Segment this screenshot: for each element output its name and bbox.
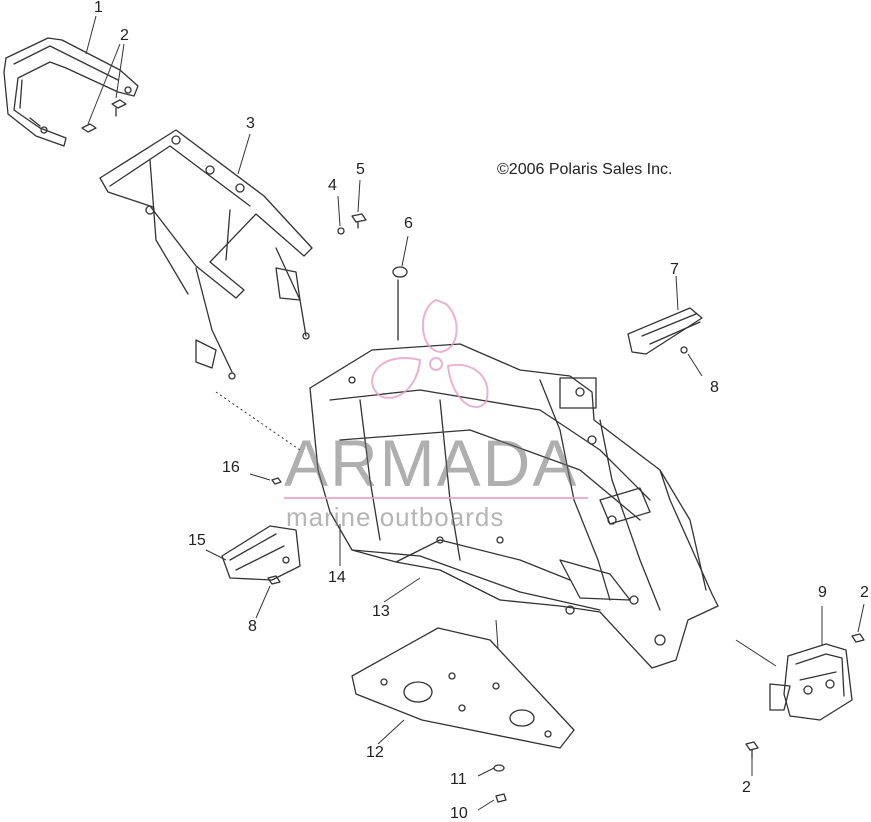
callout-2-bottom: 2: [742, 779, 751, 796]
watermark-logo: [371, 298, 489, 409]
callout-5: 5: [356, 161, 365, 178]
callout-6: 6: [404, 215, 413, 232]
callout-10: 10: [450, 805, 468, 822]
front-bumper-part: [769, 643, 853, 721]
skid-plate-part: [351, 627, 575, 749]
callout-8-right: 8: [710, 379, 719, 396]
callout-15: 15: [188, 532, 206, 549]
watermark-title: ARMADA: [284, 426, 579, 500]
callout-2-right: 2: [860, 584, 869, 601]
callout-12: 12: [366, 744, 384, 761]
rear-rack-part: [3, 37, 139, 147]
fastener-part-10: [495, 793, 507, 803]
callout-9: 9: [818, 584, 827, 601]
fastener-part-8-left: [267, 575, 281, 585]
bolt-part-2-bottom: [745, 741, 759, 759]
bolt-part-2-right: [851, 633, 865, 643]
callout-13: 13: [372, 603, 390, 620]
callout-2-top: 2: [120, 27, 129, 44]
sub-frame-part: [99, 129, 313, 380]
watermark-subtitle: marine outboards: [286, 502, 505, 532]
bolt-part-2-top: [81, 99, 127, 133]
right-footrest-part: [627, 307, 703, 355]
grommet-part-6: [392, 266, 408, 341]
left-footrest-part: [221, 525, 301, 581]
fastener-part-4: [337, 227, 345, 235]
callout-16: 16: [222, 459, 240, 476]
callout-1: 1: [94, 0, 103, 16]
callout-11: 11: [450, 771, 467, 788]
callout-7: 7: [670, 261, 679, 278]
callout-3: 3: [246, 115, 255, 132]
copyright-text: ©2006 Polaris Sales Inc.: [497, 161, 673, 178]
fastener-part-16: [271, 477, 282, 485]
callout-4: 4: [328, 177, 337, 194]
main-frame-part: [309, 343, 719, 669]
callout-14: 14: [328, 569, 346, 586]
callout-8-left: 8: [248, 618, 257, 635]
fastener-part-5: [351, 213, 367, 229]
leader-lines: [85, 15, 865, 811]
fastener-part-11: [493, 764, 505, 772]
